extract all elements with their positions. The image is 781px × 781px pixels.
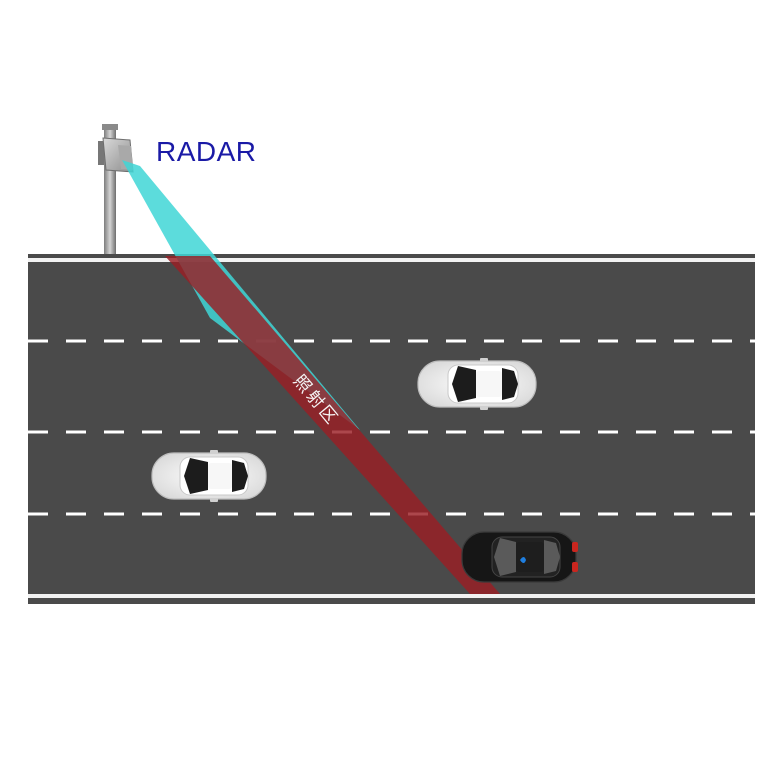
car-white-upper xyxy=(417,358,537,410)
road-edge-bottom xyxy=(28,594,755,598)
pole-cap xyxy=(102,124,118,130)
radar-mount xyxy=(98,141,104,165)
radar-beam xyxy=(122,160,500,594)
beam-red xyxy=(165,256,500,594)
background xyxy=(28,124,755,254)
radar-label: RADAR xyxy=(156,136,257,167)
car-black-target xyxy=(461,531,578,583)
road xyxy=(28,254,755,604)
road-edge-top xyxy=(28,258,755,262)
car-white-lower xyxy=(151,450,267,502)
road-surface xyxy=(28,254,755,604)
